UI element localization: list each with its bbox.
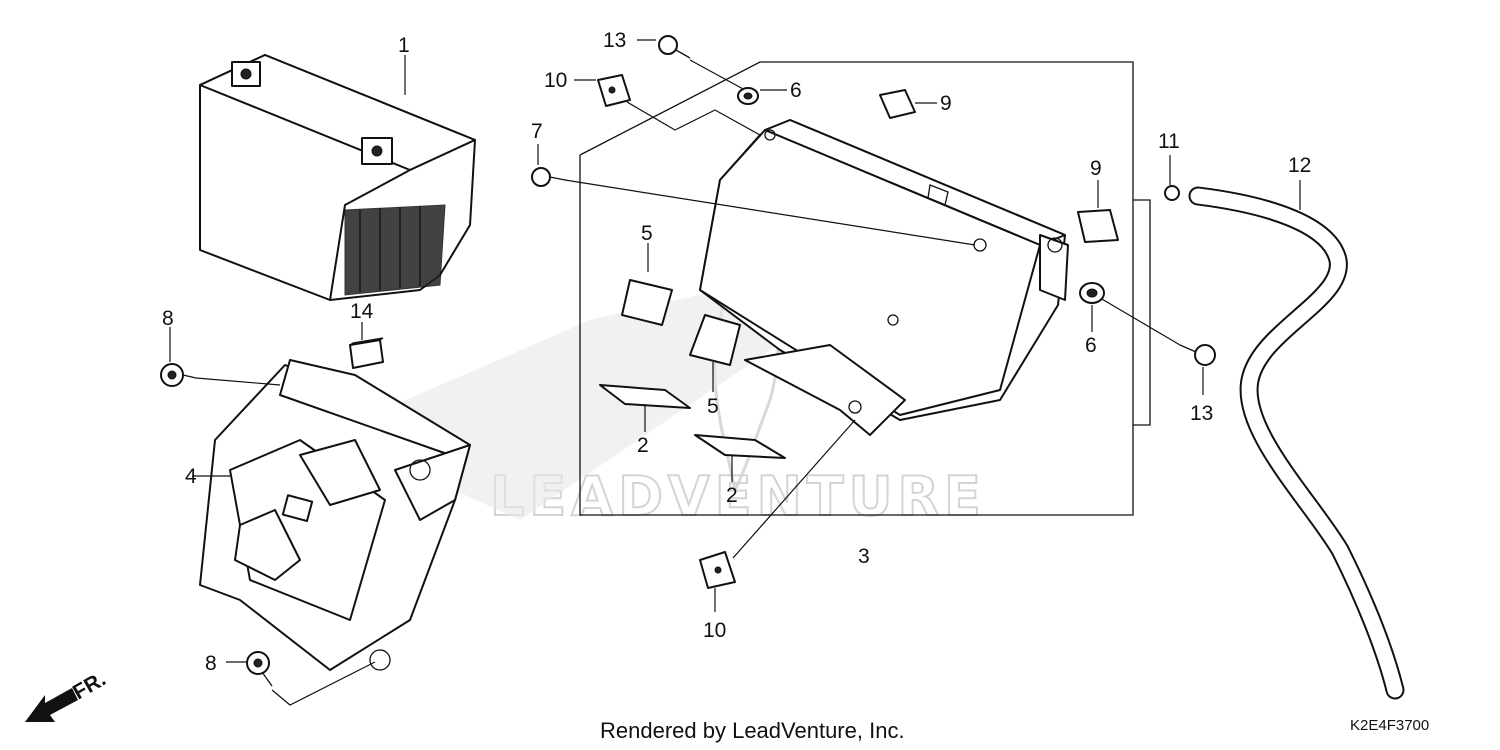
label-9a[interactable]: 9 bbox=[940, 92, 952, 115]
pad-5a[interactable] bbox=[621, 243, 673, 326]
clip-10b[interactable] bbox=[699, 419, 856, 612]
label-5a[interactable]: 5 bbox=[641, 222, 653, 245]
bolt-8a[interactable] bbox=[160, 327, 281, 387]
label-10b[interactable]: 10 bbox=[703, 619, 726, 642]
relay[interactable] bbox=[349, 322, 384, 369]
rubber-9a[interactable] bbox=[879, 89, 937, 119]
label-4[interactable]: 4 bbox=[185, 465, 197, 488]
front-direction-indicator: FR. bbox=[25, 667, 110, 722]
clip-11[interactable] bbox=[1164, 155, 1180, 201]
plate-2b[interactable] bbox=[694, 434, 786, 482]
label-6a[interactable]: 6 bbox=[790, 79, 802, 102]
label-13a[interactable]: 13 bbox=[603, 29, 626, 52]
diagram-code: K2E4F3700 bbox=[1350, 717, 1429, 734]
grommet-6b[interactable] bbox=[1079, 282, 1105, 332]
front-direction-arrow-icon bbox=[25, 688, 78, 722]
label-8a[interactable]: 8 bbox=[162, 307, 174, 330]
label-2b[interactable]: 2 bbox=[726, 484, 738, 507]
label-14[interactable]: 14 bbox=[350, 300, 374, 323]
battery[interactable] bbox=[199, 54, 476, 301]
part-labels: 1 2 2 3 4 5 5 6 6 7 8 8 9 9 10 10 11 12 … bbox=[162, 29, 1311, 675]
bolt-8b[interactable] bbox=[226, 651, 376, 706]
battery-holder[interactable] bbox=[192, 359, 471, 671]
label-2a[interactable]: 2 bbox=[637, 434, 649, 457]
label-7[interactable]: 7 bbox=[531, 120, 543, 143]
label-9b[interactable]: 9 bbox=[1090, 157, 1102, 180]
label-1[interactable]: 1 bbox=[398, 34, 410, 57]
label-11[interactable]: 11 bbox=[1158, 130, 1180, 153]
assembly-box-outline bbox=[579, 61, 1151, 516]
bolt-13b[interactable] bbox=[1094, 294, 1216, 395]
label-10a[interactable]: 10 bbox=[544, 69, 567, 92]
plate-2a[interactable] bbox=[599, 384, 691, 432]
breather-tube[interactable] bbox=[1188, 180, 1405, 700]
label-3[interactable]: 3 bbox=[858, 545, 870, 568]
label-5b[interactable]: 5 bbox=[707, 395, 719, 418]
grommet-6a[interactable] bbox=[737, 87, 787, 105]
label-6b[interactable]: 6 bbox=[1085, 334, 1097, 357]
screw-7[interactable] bbox=[531, 144, 976, 246]
rubber-9b[interactable] bbox=[1077, 180, 1119, 243]
clip-10a[interactable] bbox=[574, 74, 761, 136]
render-credit: Rendered by LeadVenture, Inc. bbox=[600, 718, 905, 743]
label-8b[interactable]: 8 bbox=[205, 652, 217, 675]
bolt-13a[interactable] bbox=[637, 35, 746, 91]
pad-5b[interactable] bbox=[689, 314, 741, 392]
battery-box[interactable] bbox=[699, 119, 1069, 436]
label-12[interactable]: 12 bbox=[1288, 154, 1311, 177]
label-13b[interactable]: 13 bbox=[1190, 402, 1213, 425]
